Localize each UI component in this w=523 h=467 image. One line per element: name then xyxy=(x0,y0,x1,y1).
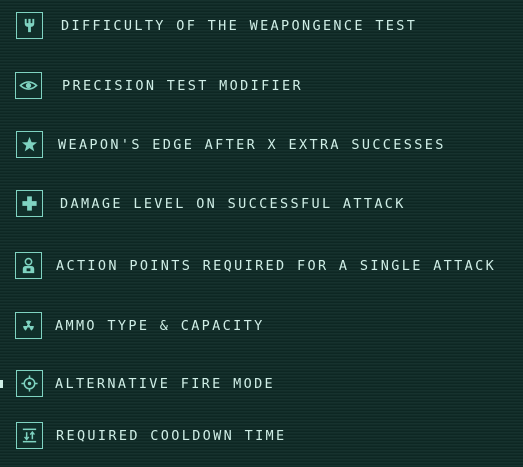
selection-marker xyxy=(0,380,3,388)
legend-label-action-points: ACTION POINTS REQUIRED FOR A SINGLE ATTA… xyxy=(56,258,497,274)
legend-label-ammo: AMMO TYPE & CAPACITY xyxy=(55,318,265,334)
legend-row-difficulty: DIFFICULTY OF THE WEAPONGENCE TEST xyxy=(0,11,523,41)
cooldown-icon xyxy=(16,422,43,449)
star-icon xyxy=(16,131,43,158)
radiation-icon xyxy=(15,312,42,339)
legend-row-alt-fire: ALTERNATIVE FIRE MODE xyxy=(0,369,523,399)
legend-label-damage: DAMAGE LEVEL ON SUCCESSFUL ATTACK xyxy=(60,196,406,212)
legend-label-precision: PRECISION TEST MODIFIER xyxy=(62,78,303,94)
wrench-icon xyxy=(16,12,43,39)
legend-row-weapons-edge: WEAPON'S EDGE AFTER X EXTRA SUCCESSES xyxy=(0,130,523,160)
crosshair-icon xyxy=(16,370,43,397)
legend-row-cooldown: REQUIRED COOLDOWN TIME xyxy=(0,421,523,451)
eye-icon xyxy=(15,72,42,99)
legend-row-damage: DAMAGE LEVEL ON SUCCESSFUL ATTACK xyxy=(0,189,523,219)
legend-label-weapons-edge: WEAPON'S EDGE AFTER X EXTRA SUCCESSES xyxy=(58,137,446,153)
legend-label-alt-fire: ALTERNATIVE FIRE MODE xyxy=(55,376,276,392)
plus-cross-icon xyxy=(16,190,43,217)
legend-row-precision: PRECISION TEST MODIFIER xyxy=(0,71,523,101)
legend-label-cooldown: REQUIRED COOLDOWN TIME xyxy=(56,428,287,444)
legend-row-action-points: ACTION POINTS REQUIRED FOR A SINGLE ATTA… xyxy=(0,251,523,281)
legend-row-ammo: AMMO TYPE & CAPACITY xyxy=(0,311,523,341)
person-icon xyxy=(15,252,42,279)
legend-label-difficulty: DIFFICULTY OF THE WEAPONGENCE TEST xyxy=(61,18,418,34)
